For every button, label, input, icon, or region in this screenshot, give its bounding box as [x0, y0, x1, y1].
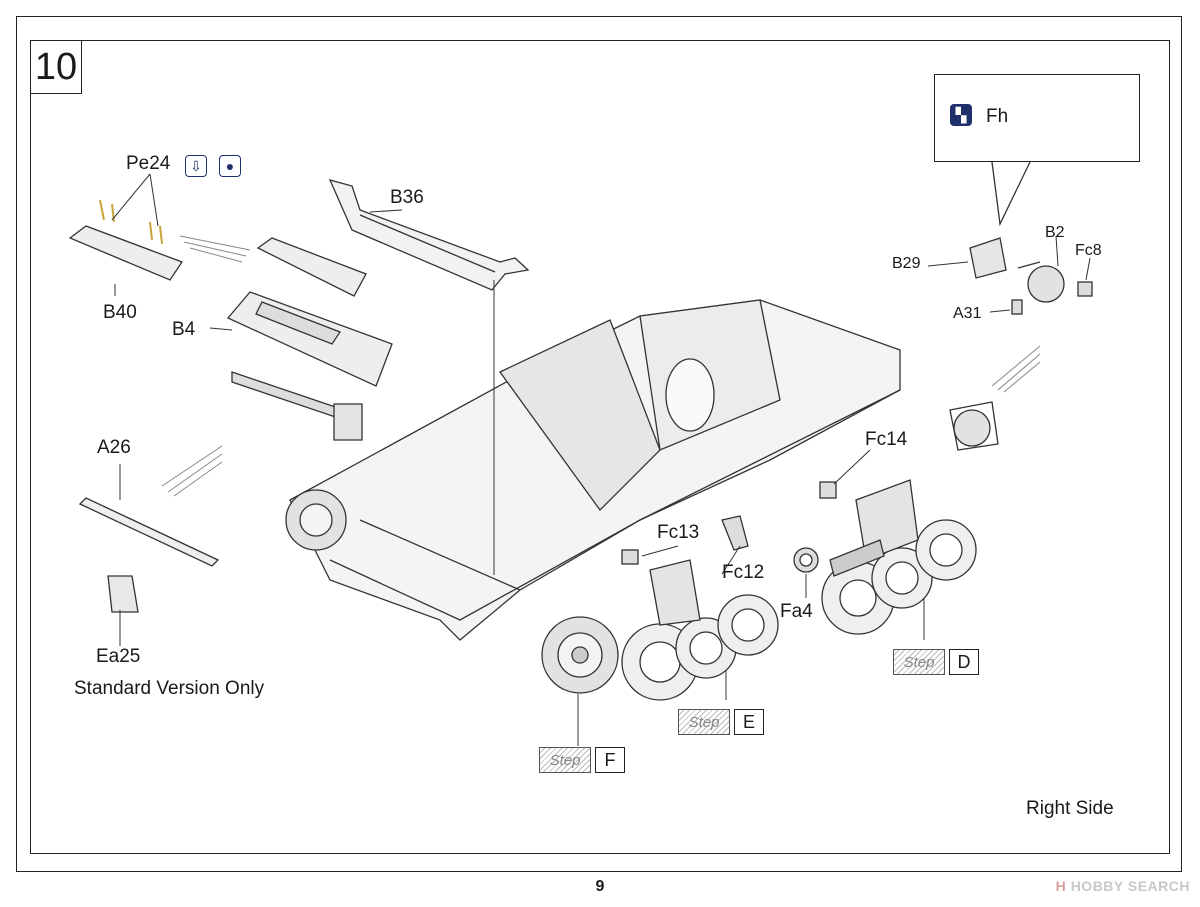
label-fc12: Fc12 — [722, 562, 765, 583]
step-frame — [30, 40, 1170, 854]
part-a26 — [78, 497, 220, 613]
step-ref-hatch: Step — [678, 709, 730, 735]
part-fa4 — [793, 547, 819, 573]
hull-body — [289, 299, 901, 641]
label-fc13: Fc13 — [657, 522, 700, 543]
step-ref-hatch: Step — [893, 649, 945, 675]
callout-pointer — [991, 161, 1031, 227]
road-wheels-d — [821, 479, 977, 635]
label-b2: B2 — [1045, 224, 1065, 241]
watermark-logo: H — [1055, 878, 1067, 894]
label-a31: A31 — [953, 305, 982, 322]
part-cluster-b2 — [969, 237, 1093, 315]
label-a26: A26 — [97, 437, 131, 458]
step-ref-hatch: Step — [539, 747, 591, 773]
step-ref-letter: F — [595, 747, 625, 773]
step-ref-d: Step D — [893, 649, 979, 675]
bend-down-icon: ⇩ — [185, 155, 207, 177]
label-fa4: Fa4 — [780, 601, 813, 622]
note-standard-version: Standard Version Only — [74, 678, 265, 699]
part-fc14 — [819, 481, 837, 499]
label-ea25: Ea25 — [96, 646, 141, 667]
final-drive — [949, 401, 999, 451]
road-wheels-e — [621, 559, 779, 701]
glue-drop-icon: ● — [219, 155, 241, 177]
photo-etch-icon: ▚ — [950, 104, 972, 126]
step-ref-e: Step E — [678, 709, 764, 735]
part-b40b — [256, 237, 367, 297]
part-b36 — [328, 179, 530, 291]
step-number: 10 — [30, 40, 82, 94]
label-b40: B40 — [103, 302, 137, 323]
label-fc14: Fc14 — [865, 429, 908, 450]
label-b29: B29 — [892, 255, 921, 272]
label-fh: Fh — [986, 106, 1009, 127]
sprocket-front-f — [541, 616, 619, 694]
step-ref-f: Step F — [539, 747, 625, 773]
part-b4 — [226, 291, 393, 441]
watermark-text: HOBBY SEARCH — [1070, 878, 1190, 894]
label-pe24: Pe24 — [126, 153, 171, 174]
label-fc8: Fc8 — [1075, 242, 1102, 259]
step-ref-letter: D — [949, 649, 979, 675]
step-ref-letter: E — [734, 709, 764, 735]
part-fc12 — [721, 515, 749, 551]
label-b36: B36 — [390, 187, 424, 208]
part-fc13 — [621, 549, 639, 565]
label-b4: B4 — [172, 319, 196, 340]
sheet-outer-border — [16, 16, 1182, 872]
sprocket-rear — [285, 489, 347, 551]
note-right-side: Right Side — [1026, 798, 1114, 819]
part-b40 — [68, 199, 183, 281]
page-number: 9 — [595, 878, 605, 895]
detail-callout — [934, 74, 1140, 162]
watermark: H HOBBY SEARCH — [1056, 878, 1190, 894]
